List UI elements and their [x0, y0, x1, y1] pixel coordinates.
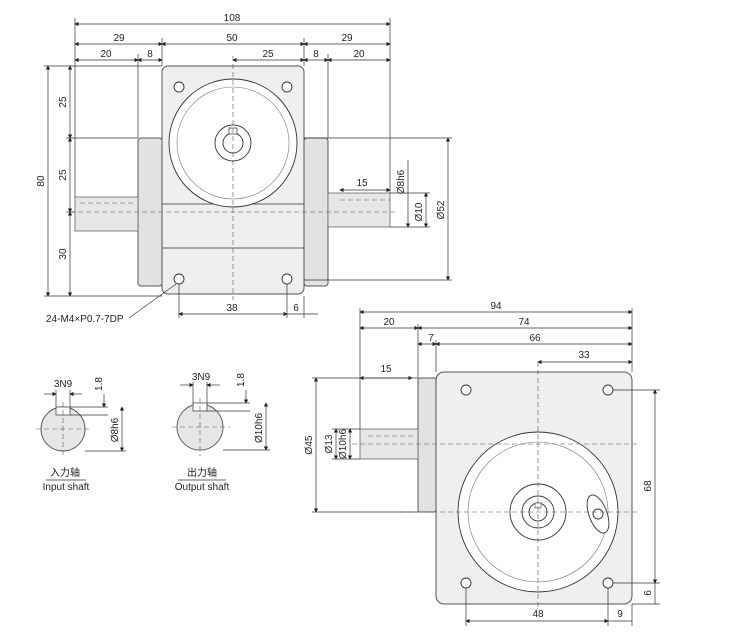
dim-lower-height: 30 — [58, 248, 69, 260]
dim-side-collar: Ø13 — [324, 434, 335, 453]
dim-output-key-width: 3N9 — [192, 372, 211, 383]
side-mount-hole — [460, 577, 472, 589]
front-view: 108 29 50 29 20 8 25 8 20 80 25 25 30 — [36, 13, 452, 325]
mount-hole — [173, 81, 185, 93]
mount-hole — [281, 81, 293, 93]
dim-side-half: 33 — [578, 350, 590, 361]
dim-side-shaft-dia: Ø10h6 — [338, 429, 349, 459]
side-mount-hole — [460, 384, 472, 396]
side-mount-hole — [602, 384, 614, 396]
dim-side-shaft: 20 — [383, 317, 395, 328]
output-shaft-label-cn: 出力轴 — [187, 466, 217, 479]
dim-hole-edge: 6 — [293, 303, 299, 314]
dim-upper-height: 25 — [58, 96, 69, 108]
dim-shaft-dia-2: Ø10 — [414, 202, 425, 221]
dim-side-overall: 94 — [490, 301, 502, 312]
dim-side-hole-height: 68 — [643, 480, 654, 492]
dim-side-body: 74 — [518, 317, 530, 328]
dim-right-boss: 8 — [313, 49, 319, 60]
input-shaft-label-en: Input shaft — [43, 482, 90, 493]
input-shaft-label-cn: 入力轴 — [50, 466, 80, 479]
dim-side-key: 15 — [380, 364, 392, 375]
mount-hole — [281, 273, 293, 285]
side-mount-hole — [602, 577, 614, 589]
dim-body-width: 50 — [226, 33, 238, 44]
dim-side-housing: 66 — [529, 333, 541, 344]
dim-side-hole-edge-v: 6 — [643, 590, 654, 596]
dim-boss-dia: Ø52 — [436, 200, 447, 219]
dim-left-shaft-length: 20 — [100, 49, 112, 60]
side-boss — [417, 377, 437, 513]
dim-side-boss: 7 — [428, 333, 434, 344]
dim-mid-height: 25 — [58, 169, 69, 181]
dim-half-body: 25 — [262, 49, 274, 60]
dim-output-dia: Ø10h6 — [254, 413, 265, 443]
dim-output-key-depth: 1.8 — [236, 373, 247, 387]
dim-key-length: 15 — [356, 178, 368, 189]
dim-overall-height: 80 — [36, 175, 47, 187]
dim-shaft-dia: Ø8h6 — [396, 169, 407, 194]
mount-hole — [173, 273, 185, 285]
dim-input-dia: Ø8h6 — [110, 417, 121, 442]
front-right-boss — [303, 137, 329, 287]
dim-side-hole-edge-h: 9 — [617, 609, 623, 620]
dim-input-key-depth: 1.8 — [94, 377, 105, 391]
input-shaft-section: 3N9 1.8 Ø8h6 入力轴 Input shaft — [36, 377, 126, 493]
dim-left-boss: 8 — [147, 49, 153, 60]
dim-overall-width: 108 — [224, 13, 241, 24]
dim-input-key-width: 3N9 — [54, 379, 73, 390]
thread-note: 24-M4×P0.7-7DP — [46, 314, 124, 325]
dim-side-boss-dia: Ø45 — [304, 435, 315, 454]
output-shaft-section: 3N9 1.8 Ø10h6 出力轴 Output shaft — [172, 372, 270, 493]
dim-right-overhang: 29 — [341, 33, 353, 44]
input-shaft — [74, 196, 139, 232]
side-view: 94 20 74 7 66 33 15 Ø45 Ø13 Ø10h6 68 6 — [304, 301, 660, 626]
dim-side-hole-spacing: 48 — [532, 609, 544, 620]
output-shaft-label-en: Output shaft — [175, 482, 230, 493]
output-shaft — [327, 192, 391, 228]
dim-hole-spacing: 38 — [226, 303, 238, 314]
dim-right-shaft-length: 20 — [353, 49, 365, 60]
dim-left-overhang: 29 — [113, 33, 125, 44]
